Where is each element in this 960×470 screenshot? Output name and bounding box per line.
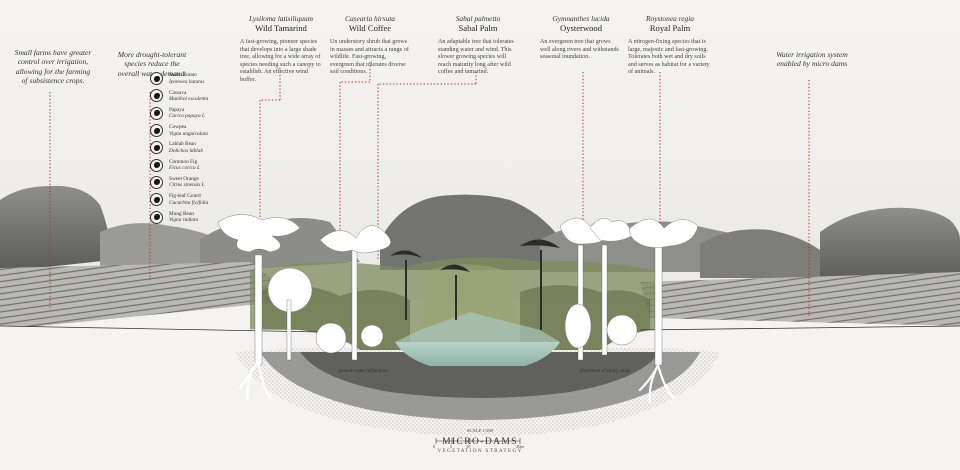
species-common-name: Oysterwood	[559, 23, 602, 33]
species-sabal-palm: Sabal palmetto Sabal Palm An adaptable t…	[438, 14, 518, 77]
species-common-name: Sabal Palm	[458, 23, 498, 33]
species-description: Un understory shrub that grows in masses…	[330, 39, 409, 76]
farm-fields-right	[640, 272, 960, 326]
species-royal-palm: Roystonea regia Royal Palm A nitrogen-fi…	[628, 14, 712, 77]
species-scientific-name: Lysiloma latisiliquum	[248, 14, 314, 23]
basin-inner-layer	[300, 352, 660, 398]
species-scientific-name: Roystonea regia	[646, 14, 694, 23]
scale-tick-20: 20m	[516, 444, 524, 449]
species-oysterwood: Gymnanthes lucida Oysterwood An evergree…	[540, 14, 622, 62]
species-common-name: Wild Tamarind	[255, 23, 307, 33]
reservoir-water	[395, 342, 560, 366]
species-description: A nitrogen-fixing species that is large,…	[628, 39, 710, 76]
ground-label-left: ground-water infiltration	[338, 369, 388, 374]
species-scientific-name: Gymnanthes lucida	[552, 14, 610, 23]
valley-palms	[390, 239, 560, 330]
species-description: An adaptable tree that tolerates standin…	[438, 39, 514, 76]
irrigation-note: Water irrigation system enabled by micro…	[776, 50, 848, 69]
diagram-title: MICRO-DAMS	[442, 437, 518, 447]
title-block: MICRO-DAMS VEGETATION STRATEGY	[380, 437, 580, 455]
scale-tick-10: 10	[466, 444, 471, 449]
species-wild-coffee: Casearia hirsuta Wild Coffee Un understo…	[330, 14, 410, 77]
species-common-name: Wild Coffee	[348, 23, 392, 33]
scale-bar	[435, 438, 521, 444]
tree-silhouettes	[217, 214, 699, 366]
species-wild-tamarind: Lysiloma latisiliquum Wild Tamarind A fa…	[240, 14, 322, 85]
scale-label: SCALE 1:500	[466, 428, 494, 433]
species-description: An evergreen tree that grows well along …	[540, 39, 619, 61]
farm-fields-left	[0, 262, 300, 330]
species-common-name: Royal Palm	[649, 23, 691, 33]
farms-note: Small farms have greater control over ir…	[14, 48, 92, 86]
species-scientific-name: Sabal palmetto	[455, 14, 501, 23]
ground-label-right: placement of rocky slope	[579, 369, 631, 374]
tree-roots	[238, 358, 676, 404]
scale-tick-0: 0	[433, 444, 436, 449]
scale-tick-5: 5	[450, 444, 453, 449]
diagram-subtitle: VEGETATION STRATEGY	[437, 448, 523, 454]
species-description: A fast-growing, pioneer species that dev…	[240, 39, 321, 83]
species-scientific-name: Casearia hirsuta	[345, 14, 395, 23]
